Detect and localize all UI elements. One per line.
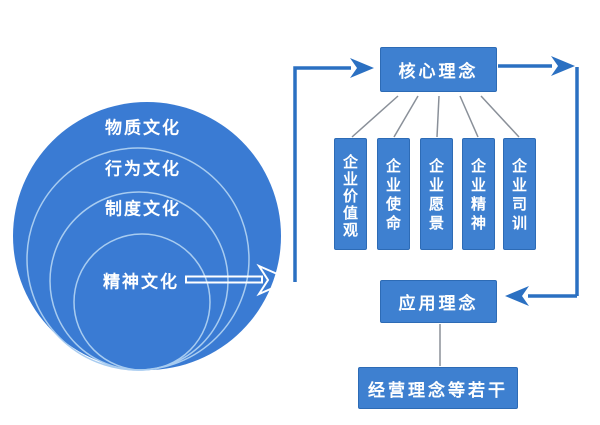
connector-core-to-values bbox=[351, 95, 399, 138]
box-core-concept: 核心理念 bbox=[380, 47, 497, 92]
arrow-to-application-head bbox=[505, 286, 529, 306]
ring-label-spiritual-culture: 精神文化 bbox=[103, 272, 179, 293]
arrow-core-right-head bbox=[551, 56, 575, 76]
box-corporate-spirit: 企业精神 bbox=[462, 138, 495, 250]
ring-spiritual-culture bbox=[73, 233, 211, 371]
outer-circle-material-culture bbox=[13, 102, 281, 370]
white-arrow-head bbox=[256, 263, 294, 297]
box-corporate-motto: 企业司训 bbox=[503, 138, 536, 250]
ring-label-material-culture: 物质文化 bbox=[105, 118, 181, 139]
connector-core-to-vision bbox=[436, 95, 440, 138]
box-corporate-values: 企业价值观 bbox=[334, 138, 367, 250]
arrow-spirit-to-core-line bbox=[293, 66, 351, 282]
box-application-concept: 应用理念 bbox=[380, 280, 497, 323]
box-corporate-mission: 企业使命 bbox=[377, 138, 410, 250]
connector-core-to-mission bbox=[393, 95, 419, 138]
connector-core-to-spirit bbox=[459, 95, 479, 138]
box-corporate-vision: 企业愿景 bbox=[420, 138, 453, 250]
ring-label-behavior-culture: 行为文化 bbox=[105, 159, 181, 180]
white-arrow-shaft bbox=[185, 275, 263, 284]
arrow-spirit-to-core-head bbox=[350, 58, 374, 78]
connector-core-to-motto bbox=[480, 95, 520, 138]
ring-label-institutional-culture: 制度文化 bbox=[105, 199, 181, 220]
box-business-concepts: 经营理念等若干 bbox=[358, 367, 518, 409]
